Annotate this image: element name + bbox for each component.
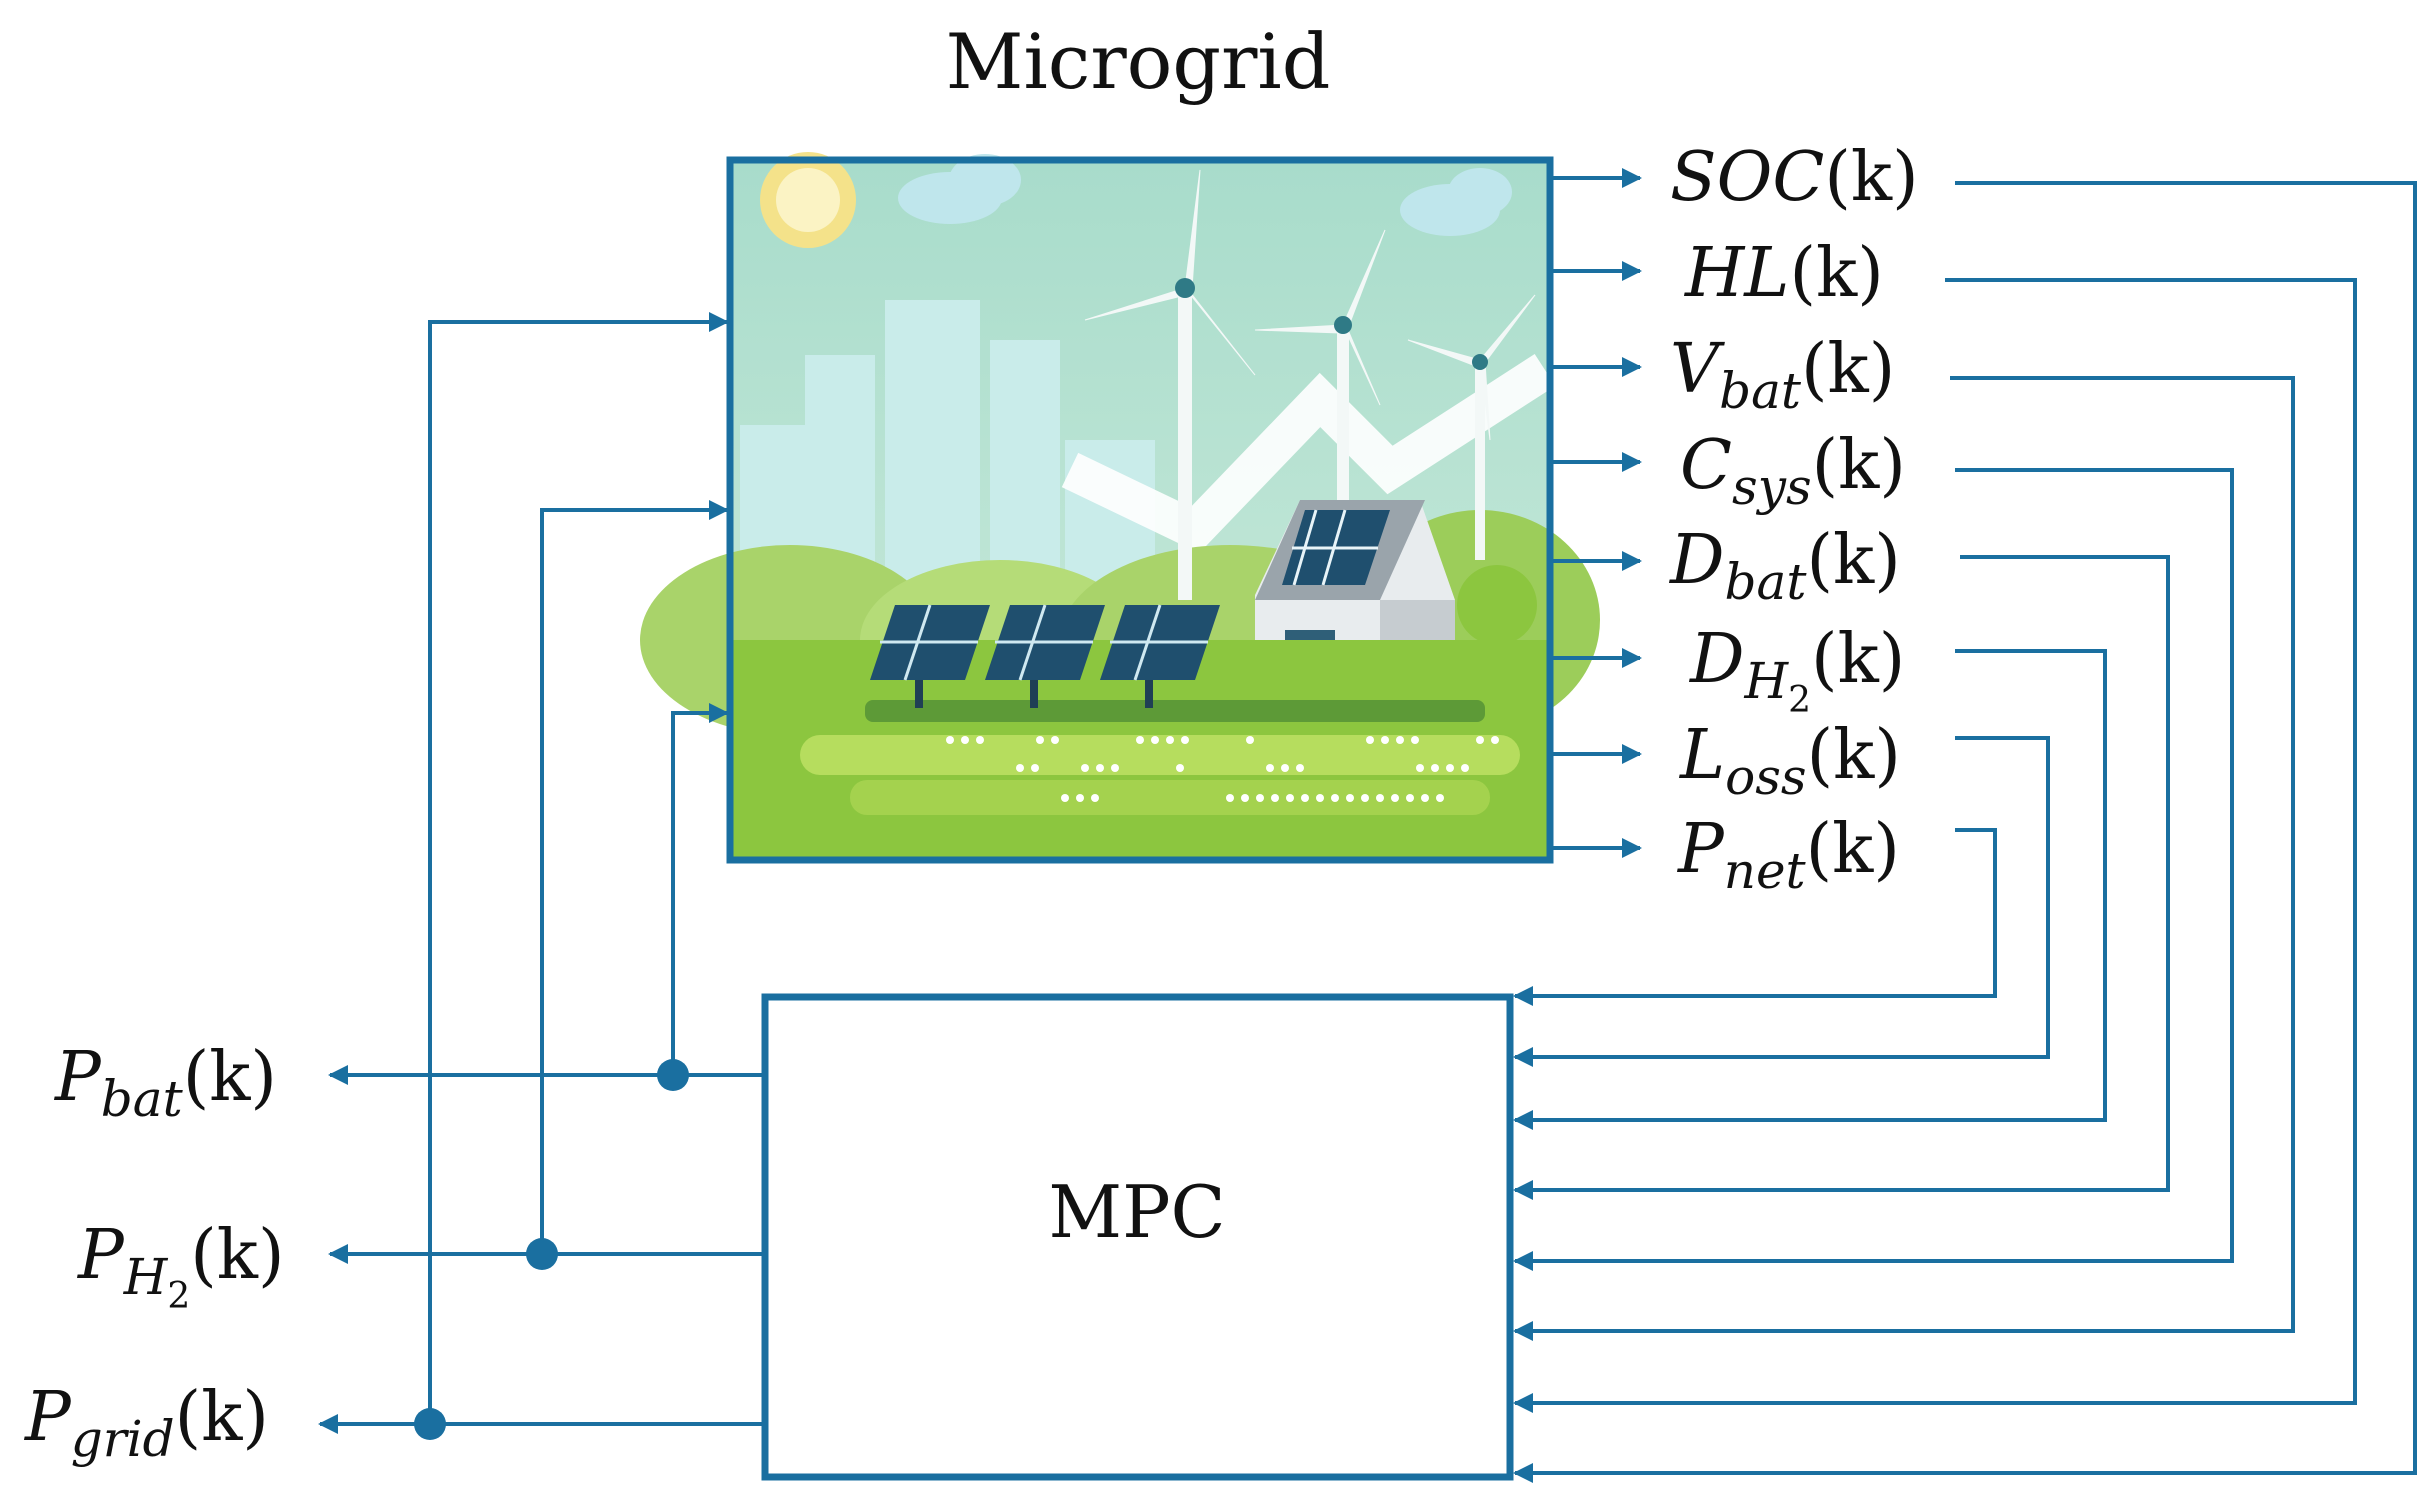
label-pbat: Pbat(k): [53, 1038, 277, 1128]
sun-icon: [760, 152, 856, 248]
junction-dot: [657, 1059, 689, 1091]
label-pgrid: Pgrid(k): [23, 1378, 269, 1468]
label-loss: Loss(k): [1678, 716, 1901, 806]
mpc-box: [761, 993, 1514, 1481]
label-ph2: PH2(k): [76, 1216, 285, 1317]
microgrid-illustration: [640, 152, 1600, 860]
output-arrows: [1550, 168, 1642, 858]
feedback-wires: [1513, 181, 2417, 1483]
input-labels: Pbat(k) PH2(k) Pgrid(k): [23, 1038, 285, 1468]
control-wires: [318, 312, 765, 1434]
junction-dot: [414, 1408, 446, 1440]
junction-dot: [526, 1238, 558, 1270]
diagram-title: Microgrid: [946, 17, 1331, 106]
label-dbat: Dbat(k): [1668, 521, 1901, 611]
label-pnet: Pnet(k): [1676, 810, 1900, 900]
label-dh2: DH2(k): [1688, 620, 1905, 721]
label-hl: HL(k): [1683, 234, 1884, 313]
label-vbat: Vbat(k): [1670, 330, 1895, 420]
output-labels: SOC(k) HL(k) Vbat(k) Csys(k) Dbat(k) DH2…: [1668, 138, 1919, 900]
label-soc: SOC(k): [1670, 138, 1919, 217]
mpc-label: MPC: [1048, 1170, 1225, 1254]
solar-panel-icon: [865, 604, 1485, 722]
cloud-icon: [898, 154, 1512, 236]
label-csys: Csys(k): [1680, 426, 1906, 516]
wind-turbine-icon: [1084, 169, 1536, 600]
ground-dots: [946, 736, 1499, 802]
microgrid-box: [726, 156, 1554, 864]
junction-dots: [414, 1059, 689, 1440]
